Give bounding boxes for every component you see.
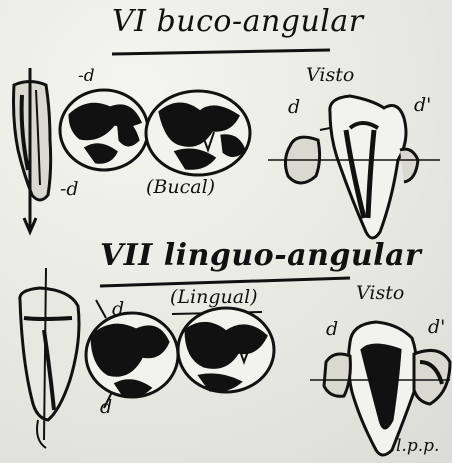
- label-vii-d-bottom: d: [100, 396, 112, 418]
- title-vii: VII linguo-angular: [100, 238, 421, 273]
- title-vi: VI buco-angular: [112, 4, 364, 39]
- vi-tooth-profile: [14, 68, 51, 232]
- label-vii-d-top: d: [112, 298, 124, 320]
- label-vii-d-left: d: [326, 318, 338, 340]
- label-vi-visto: Visto: [306, 64, 354, 86]
- label-vii-visto: Visto: [356, 282, 404, 304]
- label-vi-d-top: -d: [78, 66, 95, 86]
- label-vi-d-bottom: -d: [60, 178, 79, 200]
- title-vii-underline: [100, 278, 350, 286]
- label-vii-lpp: l.p.p.: [396, 436, 439, 456]
- label-vi-d-right: d': [414, 94, 431, 116]
- vi-occlusal-teeth: [60, 90, 250, 175]
- caption-bucal: (Bucal): [146, 176, 215, 198]
- label-vii-d-right: d': [428, 316, 445, 338]
- label-vi-d-left: d: [288, 96, 300, 118]
- vii-tooth-profile: [20, 268, 79, 448]
- title-vi-underline: [112, 50, 330, 54]
- subtitle-lingual: (Lingual): [170, 286, 258, 308]
